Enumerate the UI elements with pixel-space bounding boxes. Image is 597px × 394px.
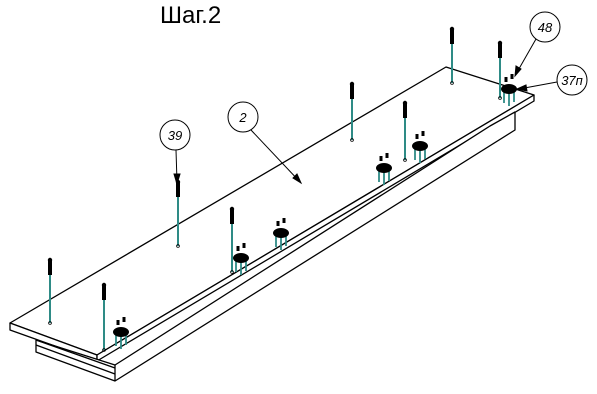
panel-base-frame [35, 111, 516, 382]
short-pin-cluster-icon [233, 243, 249, 275]
callout-2-label: 2 [238, 110, 247, 125]
callout-39-label: 39 [168, 128, 182, 143]
long-screw-icon [101, 282, 107, 352]
callout-37p-label: 37п [561, 73, 583, 88]
short-pin-cluster-icon [113, 317, 129, 349]
long-screw-icon [229, 206, 235, 274]
panel-side-edge [96, 94, 535, 362]
short-pin-cluster-icon [273, 218, 289, 250]
short-pin-cluster-icon [412, 131, 428, 163]
callout-48-label: 48 [538, 20, 553, 35]
pin-clusters [113, 74, 517, 349]
long-screw-icon [449, 26, 455, 85]
long-screw-icon [349, 81, 355, 142]
long-screw-icon [402, 100, 408, 162]
long-screw-icon [47, 257, 53, 325]
long-screw-icon [497, 40, 503, 100]
panel [9, 66, 535, 382]
callout-39: 39 [159, 119, 191, 186]
long-screws [47, 26, 503, 352]
callout-48: 48 [514, 11, 561, 78]
short-pin-cluster-icon [376, 153, 392, 185]
step-title: Шаг.2 [160, 2, 222, 29]
panel-top-face [9, 66, 535, 356]
short-pin-cluster-icon [501, 74, 517, 106]
callout-37p: 37п [515, 64, 588, 96]
callout-2: 2 [227, 101, 303, 185]
